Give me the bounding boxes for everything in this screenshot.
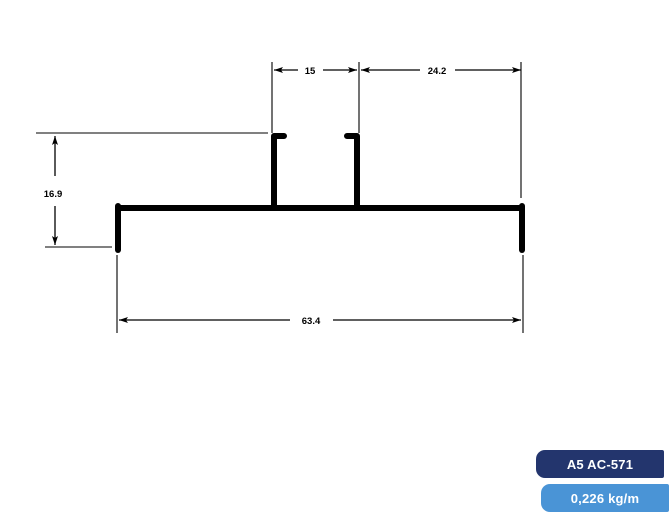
profile-code-badge: A5 AC-571 xyxy=(536,450,664,478)
dimension-16-9: 16.9 xyxy=(44,136,63,245)
dimension-label-16-9: 16.9 xyxy=(44,189,63,200)
badge-stack: A5 AC-571 0,226 kg/m xyxy=(520,450,669,512)
profile-outline xyxy=(115,133,525,253)
dimension-label-24-2: 24.2 xyxy=(428,66,447,77)
extension-lines xyxy=(36,62,524,333)
dimension-24-2: 24.2 xyxy=(361,66,521,77)
dimension-label-63-4: 63.4 xyxy=(302,316,321,327)
dimension-63-4: 63.4 xyxy=(119,316,521,327)
dimension-15: 15 xyxy=(274,66,357,77)
dimension-label-15: 15 xyxy=(305,66,316,77)
profile-left-fin xyxy=(271,133,287,211)
profile-weight-badge: 0,226 kg/m xyxy=(541,484,669,512)
profile-right-fin xyxy=(344,133,360,211)
